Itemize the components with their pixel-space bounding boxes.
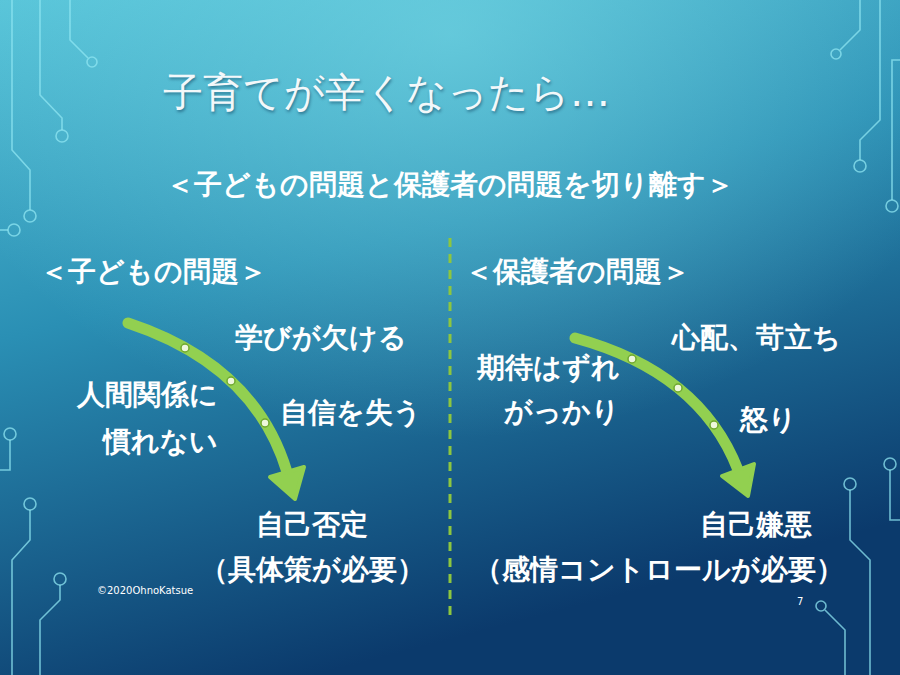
arrow-note: 人間関係に 慣れない [50,371,218,465]
arrow-dot [181,344,189,352]
page-number: 7 [797,596,803,608]
circuit-line [892,60,900,200]
section-heading: ＜子どもの問題＞ [40,255,267,289]
result-text: 自己嫌悪 [656,508,856,542]
divider-line [449,238,452,615]
copyright-note: ©2020OhnoKatsue [97,585,193,597]
result-text: 自己否定 [212,508,412,542]
subtitle: ＜子どもの問題と保護者の問題を切り離す＞ [100,168,800,202]
arrow-dot [710,421,718,429]
arrow-dot [227,377,235,385]
circuit-line [40,0,62,130]
circuit-line [12,510,30,675]
circuit-line [0,440,10,470]
circuit-node [87,57,97,67]
circuit-node [831,49,841,59]
circuit-node [54,573,66,585]
circuit-line [890,470,900,520]
result-note: （感情コントロールが必要） [454,553,864,587]
arrow-note: 期待はずれ がっかり [445,346,620,434]
circuit-line [0,229,8,231]
circuit-node [8,224,20,236]
section-heading: ＜保護者の問題＞ [465,255,690,289]
arrow-dot [674,384,682,392]
arrow-note: 怒り [740,403,797,437]
circuit-line [860,0,880,160]
arrow-dot [628,355,636,363]
circuit-line [850,490,870,675]
arrow-note: 心配、苛立ち [672,321,841,355]
circuit-node [56,130,68,142]
circuit-line [12,0,30,210]
arrow-head [722,464,754,496]
circuit-node [884,458,896,470]
circuit-node [854,160,866,172]
circuit-node [886,200,898,212]
arrow-head [270,467,304,499]
circuit-node [4,428,16,440]
circuit-node [816,601,826,611]
circuit-line [840,0,860,50]
arrow-note: 自信を失う [280,396,422,430]
arrow-note: 学びが欠ける [235,321,407,355]
circuit-node [24,498,36,510]
arrow-dot [261,419,269,427]
circuit-line [40,585,60,675]
circuit-node [844,478,856,490]
circuit-line [825,610,845,675]
circuit-node [24,210,36,222]
circuit-line [70,0,88,58]
slide-title: 子育てが辛くなったら… [163,68,610,116]
result-note: （具体策が必要） [142,553,482,587]
